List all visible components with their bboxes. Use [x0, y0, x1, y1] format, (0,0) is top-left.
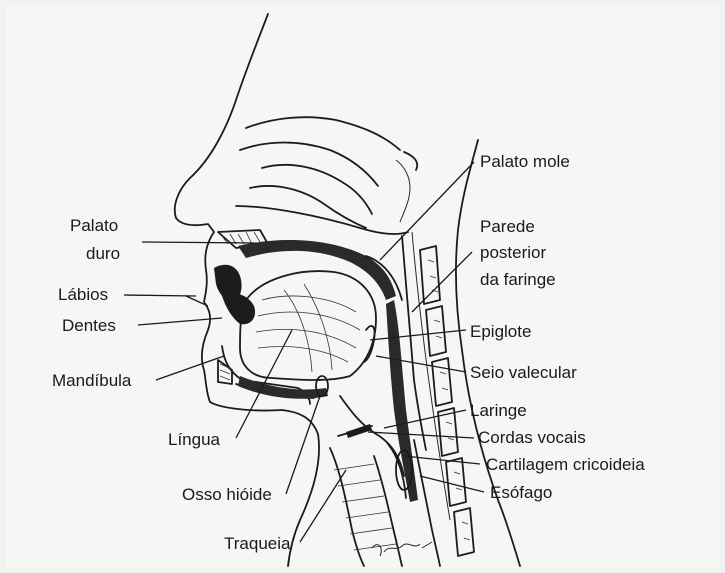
label-cordas-vocais: Cordas vocais: [478, 428, 586, 447]
label-parede-1: Parede: [480, 217, 535, 236]
label-palato-duro-2: duro: [86, 244, 120, 263]
label-esofago: Esófago: [490, 483, 552, 502]
label-cartilagem-cricoideia: Cartilagem cricoideia: [486, 455, 645, 474]
label-labios: Lábios: [58, 285, 108, 304]
label-lingua: Língua: [168, 430, 221, 449]
label-dentes: Dentes: [62, 316, 116, 335]
label-parede-2: posterior: [480, 243, 546, 262]
label-traqueia: Traqueia: [224, 534, 291, 553]
label-parede-3: da faringe: [480, 270, 556, 289]
label-epiglote: Epiglote: [470, 322, 531, 341]
label-palato-mole: Palato mole: [480, 152, 570, 171]
label-seio-valecular: Seio valecular: [470, 363, 577, 382]
label-osso-hioide: Osso hióide: [182, 485, 272, 504]
label-laringe: Laringe: [470, 401, 527, 420]
label-mandibula: Mandíbula: [52, 371, 132, 390]
label-palato-duro-1: Palato: [70, 216, 118, 235]
